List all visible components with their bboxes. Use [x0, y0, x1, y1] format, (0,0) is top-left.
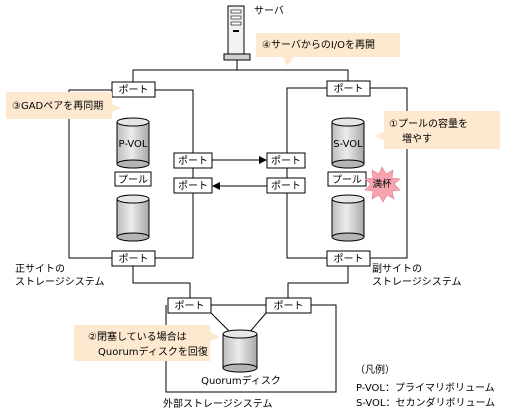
primary-to-quorum-link [132, 266, 191, 298]
secondary-to-quorum-link [287, 266, 349, 298]
primary-bottom-port-label: ポート [119, 253, 149, 265]
callout-step4 [256, 33, 400, 66]
primary-pool-cylinder [116, 194, 150, 242]
quorum-disk-cylinder [222, 329, 258, 373]
callout-step2-text-1: ②閉塞している場合は [88, 330, 187, 343]
server-label: サーバ [254, 5, 284, 17]
server-link [132, 60, 349, 90]
primary-system-label-1: 正サイトの [15, 263, 65, 275]
secondary-system-outline [286, 87, 408, 259]
primary-pair-port-2-label: ポート [178, 180, 208, 192]
external-system-outline [165, 304, 337, 393]
secondary-pool-label: プール [332, 174, 362, 186]
secondary-system-label-1: 副サイトの [372, 263, 422, 275]
primary-system-outline [68, 89, 194, 259]
callout-step3 [6, 92, 121, 119]
callout-step3-text: ③GADペアを再同期 [12, 100, 103, 112]
pool-full-badge-label: 満杯 [372, 178, 392, 190]
secondary-pair-port-2-label: ポート [271, 180, 301, 192]
secondary-system-label-2: ストレージシステム [372, 276, 462, 288]
legend-svol: S-VOL：セカンダリボリューム [356, 396, 495, 409]
primary-system-label-2: ストレージシステム [15, 276, 105, 288]
quorum-disk-label: Quorumディスク [201, 374, 281, 387]
callout-step1 [375, 111, 500, 149]
legend-title: （凡例） [355, 363, 395, 376]
primary-pair-port-1-label: ポート [178, 155, 208, 167]
svol-label: S-VOL [333, 139, 363, 150]
secondary-top-port [326, 80, 371, 97]
server-icon [223, 5, 251, 61]
external-right-port-label: ポート [274, 300, 304, 312]
primary-pool-box [114, 171, 152, 187]
callout-step1-text-1: ①プールの容量を [389, 117, 468, 130]
secondary-pool-cylinder [331, 194, 365, 242]
secondary-pair-port-1 [266, 152, 306, 169]
primary-pool-label: プール [118, 174, 148, 186]
callout-step2-text-2: Quorumディスクを回復 [98, 345, 208, 358]
primary-top-port [111, 81, 156, 98]
pvol-label: P-VOL [119, 139, 148, 150]
secondary-pair-port-1-label: ポート [271, 155, 301, 167]
secondary-bottom-port-label: ポート [334, 253, 364, 265]
pvol-cylinder [116, 117, 150, 169]
callout-step1-text-2: 増やす [402, 132, 432, 145]
pool-full-badge [364, 166, 401, 203]
external-left-port-label: ポート [175, 300, 205, 312]
callout-step4-text: ④サーバからのI/Oを再開 [262, 39, 375, 51]
secondary-top-port-label: ポート [334, 83, 364, 95]
external-system-label: 外部ストレージシステム [163, 397, 273, 410]
quorum-link-left [210, 312, 233, 335]
primary-top-port-label: ポート [119, 84, 149, 96]
legend-pvol: P-VOL：プライマリボリューム [356, 382, 495, 394]
callout-step2 [74, 325, 220, 361]
svol-cylinder [331, 117, 365, 169]
